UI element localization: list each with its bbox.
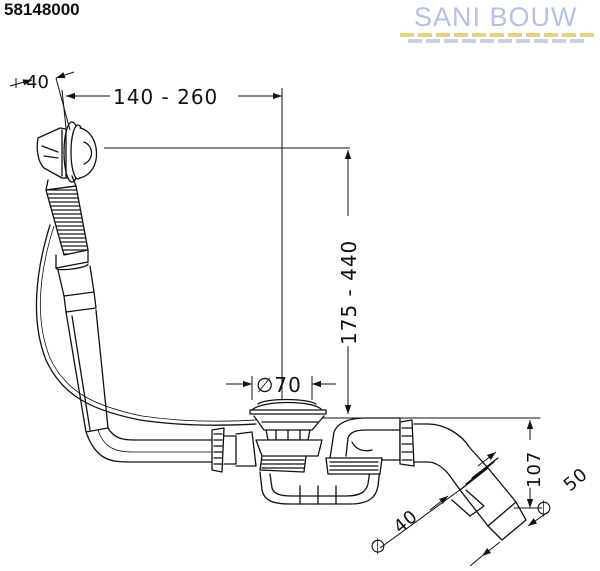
logo-brick-pattern	[400, 33, 594, 43]
dim-40-diag-line	[379, 483, 469, 549]
outlet-pipe	[451, 457, 527, 541]
dim-horizontal-range-label: 140 - 260	[113, 85, 218, 109]
sani-bouw-logo: SANI BOUW	[398, 0, 598, 48]
dim-40-arrow-right	[55, 71, 75, 79]
dim-50-arrow-a	[477, 451, 497, 467]
bowden-cable	[35, 224, 257, 426]
dim-outlet-40-label: 40	[390, 506, 423, 538]
logo-text: SANI BOUW	[414, 2, 578, 32]
dim-40-diag-arrow-a	[429, 495, 449, 511]
dim-outlet-50-label: 50	[560, 464, 593, 496]
drain-body	[249, 398, 381, 505]
dim-40-arrow-left	[9, 79, 33, 87]
overflow-hose	[45, 175, 89, 271]
dim-40-diag-tail	[469, 555, 483, 567]
dim-drain-diameter-label: ∅70	[256, 373, 302, 397]
dim-trap-height-label: 107	[524, 451, 545, 488]
overflow-head	[36, 121, 98, 183]
dim-140-ext-left	[61, 89, 67, 129]
left-union-nut	[211, 427, 257, 473]
trap-elbow	[325, 417, 489, 491]
dim-outlet-40-symbol: ∅	[366, 534, 392, 560]
dim-50-arrow-b	[527, 511, 549, 527]
dim-40-diag-arrow-b	[481, 541, 501, 557]
product-code: 58148000	[4, 0, 80, 19]
dim-outlet-50-symbol: ∅	[532, 496, 558, 522]
dim-vertical-range-label: 175 - 440	[337, 240, 361, 345]
overflow-pipe	[57, 265, 213, 463]
dim-40-width-label: 40	[26, 72, 49, 93]
